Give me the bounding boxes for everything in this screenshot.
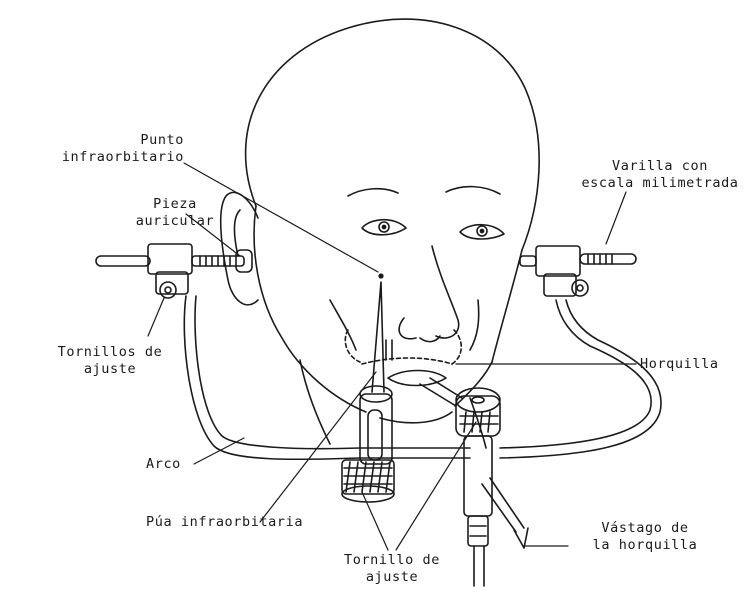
leader-tornillos <box>148 298 164 336</box>
right-clamp <box>520 246 636 296</box>
label-vastago-horquilla: Vástago de la horquilla <box>570 520 720 554</box>
leader-varilla <box>606 192 626 244</box>
infraorbital-pointer <box>342 274 394 502</box>
face-drawing <box>330 187 504 406</box>
fork-stem-assembly <box>456 388 528 586</box>
label-horquilla: Horquilla <box>640 356 719 373</box>
bow-arc <box>184 296 661 459</box>
label-pua-infraorbitaria: Púa infraorbitaria <box>146 514 303 531</box>
label-tornillos-ajuste: Tornillos de ajuste <box>40 344 180 378</box>
label-varilla-escala: Varilla con escala milimetrada <box>572 158 748 192</box>
leader-arco <box>194 438 244 464</box>
label-pieza-auricular: Pieza auricular <box>120 196 230 230</box>
label-arco: Arco <box>146 456 181 473</box>
left-clamp <box>96 244 252 298</box>
label-tornillo-ajuste: Tornillo de ajuste <box>326 552 458 586</box>
label-punto-infraorbitario: Punto infraorbitario <box>44 132 184 166</box>
